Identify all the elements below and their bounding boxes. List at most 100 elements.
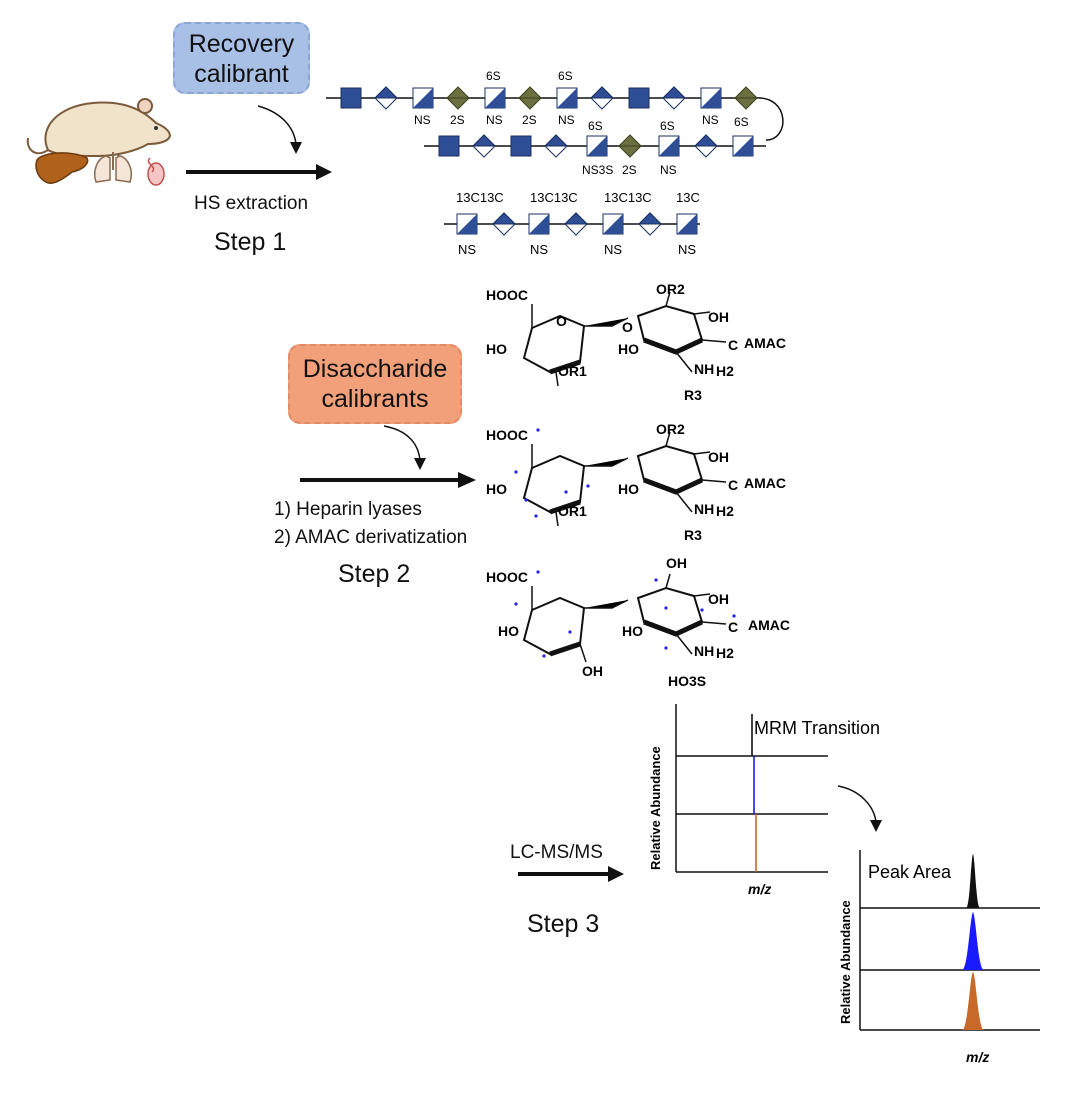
peak-area-title: Peak Area <box>868 862 952 882</box>
label-2s: 2S <box>522 113 537 127</box>
cooh-label: HOOC <box>486 287 528 303</box>
label-2s: 2S <box>622 163 637 177</box>
glcns-13c-square <box>456 213 478 235</box>
oh-label: OH <box>582 663 603 679</box>
label-2s: 2S <box>450 113 465 127</box>
label-13c: 13C <box>676 190 700 205</box>
glcns6s-square <box>484 87 506 109</box>
step2-label: Step 2 <box>338 560 411 588</box>
recovery-calibrant-box: Recovery calibrant <box>173 22 310 94</box>
glcns-square <box>412 87 434 109</box>
disaccharide-structure-3: HOOC OH OH AMAC C HO HO OH NH H2 HO3S <box>486 555 790 689</box>
label-ns: NS <box>678 242 696 257</box>
glcns6s-square <box>732 135 754 157</box>
glcnac-square <box>510 135 532 157</box>
nh-label: NH <box>694 501 714 517</box>
glca-diamond <box>694 134 718 158</box>
oh-label: OH <box>708 449 729 465</box>
lc-ms-ms-label: LC-MS/MS <box>510 842 603 863</box>
label-ns: NS <box>530 242 548 257</box>
peak-area-chart: Relative Abundance Peak Area m/z <box>838 850 1040 1065</box>
organs-illustration <box>35 152 165 186</box>
disaccharide-calibrants-label: Disaccharide calibrants <box>302 355 448 413</box>
label-6s: 6S <box>660 119 675 133</box>
arrow-step2 <box>300 472 476 488</box>
mrm-transition-chart: Relative Abundance MRM Transition m/z <box>648 704 880 897</box>
r3-label: R3 <box>684 527 702 543</box>
amac-label: AMAC <box>744 335 786 351</box>
h2-label: H2 <box>716 645 734 661</box>
cooh-label: HOOC <box>486 569 528 585</box>
curved-arrow-step3 <box>837 785 882 832</box>
ring-oxygen: O <box>556 313 567 329</box>
carbon-label: C <box>728 337 738 353</box>
label-ns: NS <box>414 113 431 127</box>
heparin-lyases-label: 1) Heparin lyases <box>274 499 422 520</box>
glca-diamond <box>662 86 686 110</box>
glcns6s-square <box>658 135 680 157</box>
peak-trace-orange <box>962 972 984 1030</box>
y-axis-label: Relative Abundance <box>648 746 663 870</box>
label-ns: NS <box>702 113 719 127</box>
or1-label: OR1 <box>558 363 587 379</box>
label-ns: NS <box>558 113 575 127</box>
glcnac-square <box>438 135 460 157</box>
idoa2s-diamond <box>618 134 642 158</box>
mrm-title: MRM Transition <box>754 718 880 738</box>
glcns-13c-square <box>676 213 698 235</box>
ho-label: HO <box>486 341 507 357</box>
idoa2s-diamond <box>518 86 542 110</box>
idoa2s-diamond <box>734 86 758 110</box>
step3-label: Step 3 <box>527 910 600 938</box>
glca-diamond <box>544 134 568 158</box>
glca-diamond <box>590 86 614 110</box>
disaccharide-structure-1: HOOC O O OR2 OH AMAC C HO HO OR1 NH H2 R… <box>486 281 786 403</box>
x-axis-label: m/z <box>748 881 771 897</box>
label-13c: 13C13C <box>530 190 578 205</box>
label-6s: 6S <box>734 115 749 129</box>
hs-extraction-label: HS extraction <box>194 193 309 214</box>
label-ns: NS <box>604 242 622 257</box>
glcns-13c-square <box>602 213 624 235</box>
glca-diamond <box>374 86 398 110</box>
or2-label: OR2 <box>656 281 685 297</box>
glca-diamond <box>472 134 496 158</box>
h2-label: H2 <box>716 503 734 519</box>
recovery-calibrant-label: Recovery calibrant <box>188 30 295 88</box>
peak-trace-blue <box>962 912 984 970</box>
label-13c: 13C13C <box>456 190 504 205</box>
nh-label: NH <box>694 361 714 377</box>
label-6s: 6S <box>558 69 573 83</box>
peak-trace-black <box>966 854 980 908</box>
glcns-square <box>700 87 722 109</box>
ho-label: HO <box>498 623 519 639</box>
glycosidic-oxygen: O <box>622 319 633 335</box>
ho-label: HO <box>618 341 639 357</box>
glcns-13c-square <box>528 213 550 235</box>
idoa2s-diamond <box>446 86 470 110</box>
glca-13c-diamond <box>638 212 662 236</box>
ho-label: HO <box>618 481 639 497</box>
curved-arrow-step2 <box>383 425 426 470</box>
glcns6s-square <box>556 87 578 109</box>
glcnac-square <box>628 87 650 109</box>
curved-arrow-step1 <box>257 105 302 154</box>
or2-label: OR2 <box>656 421 685 437</box>
oh-label: OH <box>666 555 687 571</box>
label-6s: 6S <box>486 69 501 83</box>
h2-label: H2 <box>716 363 734 379</box>
amac-label: AMAC <box>744 475 786 491</box>
glca-13c-diamond <box>492 212 516 236</box>
oh-label: OH <box>708 309 729 325</box>
nh-label: NH <box>694 643 714 659</box>
label-ns: NS <box>486 113 503 127</box>
heparan-sulfate-chains: 6S 6S NS 2S NS 2S NS NS 6S 6S 6S NS3S 2S… <box>326 69 784 257</box>
carbon-label: C <box>728 477 738 493</box>
oh-label: OH <box>708 591 729 607</box>
arrow-lc-ms-ms <box>518 866 624 882</box>
step1-label: Step 1 <box>214 228 287 256</box>
cooh-label: HOOC <box>486 427 528 443</box>
label-13c: 13C13C <box>604 190 652 205</box>
label-ns3s: NS3S <box>582 163 613 177</box>
glca-13c-diamond <box>564 212 588 236</box>
